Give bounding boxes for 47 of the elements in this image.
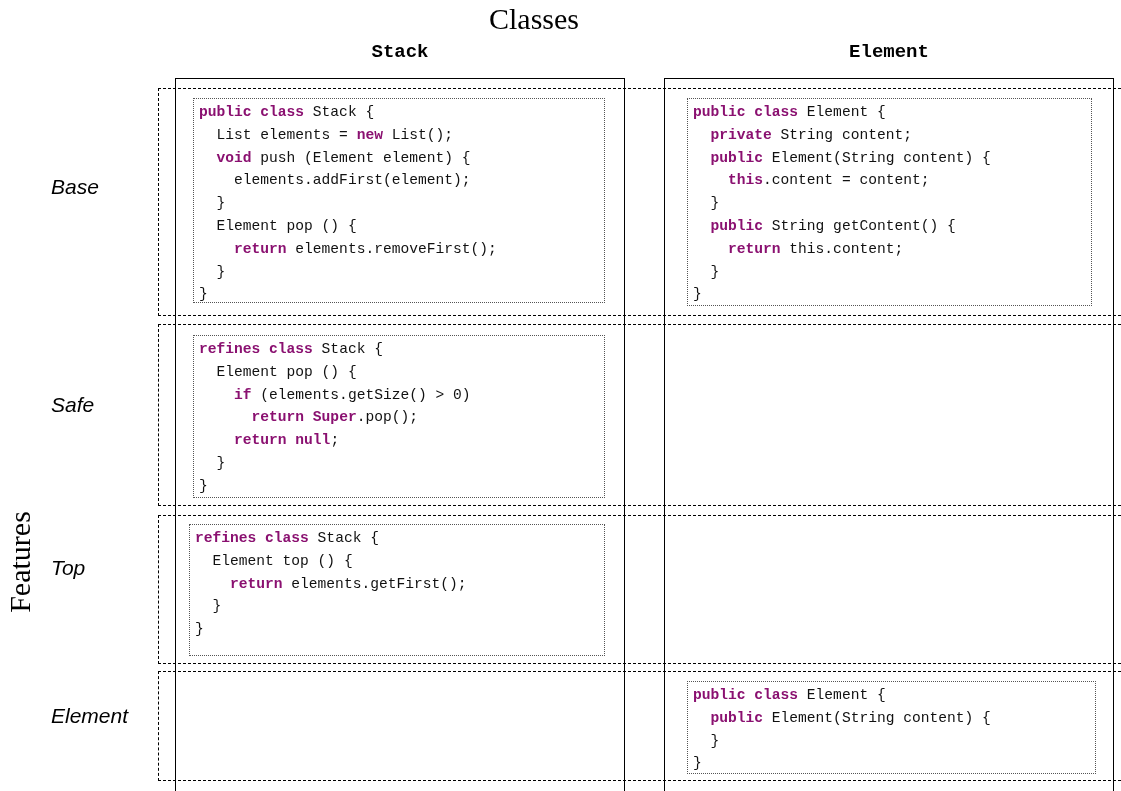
class-heading: Element <box>848 41 930 63</box>
code-line: } <box>709 731 721 751</box>
code-line: return this.content; <box>727 239 905 259</box>
code-line: } <box>215 194 227 214</box>
code-line: return Super.pop(); <box>250 408 419 428</box>
feature-label: Base <box>51 175 100 199</box>
code-line: public String getContent() { <box>709 217 957 236</box>
code-line: public class Stack { <box>199 103 376 122</box>
code-line: public Element(String content) { <box>709 148 992 168</box>
code-line: public Element(String content) { <box>709 708 992 728</box>
code-line: } <box>215 454 227 473</box>
code-box <box>687 681 1096 774</box>
code-line: return null; <box>233 431 341 451</box>
code-box <box>687 98 1092 306</box>
feature-label: Top <box>51 556 87 580</box>
code-line: } <box>709 194 721 214</box>
code-line: } <box>709 262 721 282</box>
feature-label: Element <box>51 704 130 728</box>
code-line: refines class Stack { <box>199 340 384 359</box>
class-heading: Stack <box>370 41 430 63</box>
code-line: Element top () { <box>211 551 354 571</box>
code-line: } <box>195 620 205 640</box>
code-line: if (elements.getSize() > 0) <box>233 385 472 405</box>
code-line: } <box>211 597 223 617</box>
diagram-title: Classes <box>488 2 580 36</box>
code-line: } <box>693 754 703 774</box>
code-line: public class Element { <box>693 686 887 705</box>
axis-label: Features <box>3 510 37 615</box>
code-line: this.content = content; <box>727 171 931 191</box>
code-line: Element pop () { <box>215 362 358 382</box>
code-line: private String content; <box>709 125 913 145</box>
code-line: Element pop () { <box>215 217 358 236</box>
code-line: } <box>199 476 209 496</box>
code-line: } <box>199 285 209 305</box>
code-line: } <box>215 262 227 282</box>
code-line: public class Element { <box>693 103 887 122</box>
code-line: refines class Stack { <box>195 529 380 548</box>
code-box <box>189 524 605 656</box>
code-box <box>193 335 605 498</box>
code-line: } <box>693 285 703 305</box>
code-line: return elements.removeFirst(); <box>233 239 498 259</box>
feature-label: Safe <box>51 393 96 417</box>
code-line: List elements = new List(); <box>215 125 454 145</box>
code-line: elements.addFirst(element); <box>233 171 472 191</box>
code-box <box>193 98 605 303</box>
code-line: return elements.getFirst(); <box>229 574 468 594</box>
code-line: void push (Element element) { <box>215 148 472 168</box>
